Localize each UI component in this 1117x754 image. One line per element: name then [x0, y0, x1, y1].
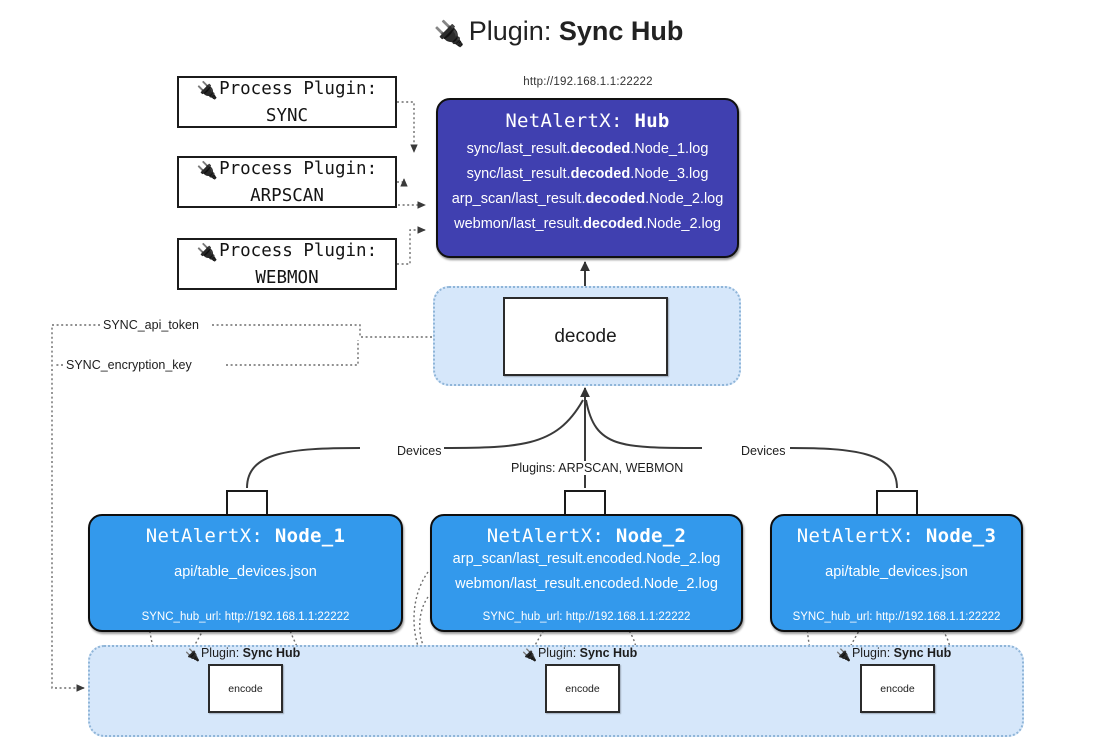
node-hub-url: SYNC_hub_url: http://192.168.1.1:22222	[482, 611, 691, 623]
node-box-node-2[interactable]: NetAlertX: Node_2 arp_scan/last_result.e…	[430, 514, 743, 632]
node-line: api/table_devices.json	[174, 564, 317, 580]
node-line: api/table_devices.json	[825, 564, 968, 580]
node-hub-url: SYNC_hub_url: http://192.168.1.1:22222	[792, 611, 1001, 623]
page-title-prefix: Plugin:	[468, 16, 559, 46]
hub-log-row: sync/last_result.decoded.Node_3.log	[466, 166, 709, 182]
sync-api-token-label: SYNC_api_token	[100, 318, 202, 332]
sync-encryption-key-label: SYNC_encryption_key	[63, 358, 195, 372]
node-line: arp_scan/last_result.encoded.Node_2.log	[452, 551, 721, 567]
encode-box-node-3[interactable]: encode	[860, 664, 935, 713]
process-plugin-arpscan-line1: 🔌Process Plugin:	[196, 159, 378, 181]
bottom-plugin-label-1: 🔌Plugin: Sync Hub	[185, 646, 301, 662]
process-plugin-arpscan-box[interactable]: 🔌Process Plugin: ARPSCAN	[177, 156, 397, 208]
hub-log-row: sync/last_result.decoded.Node_1.log	[466, 141, 709, 157]
process-plugin-arpscan-line2: ARPSCAN	[250, 186, 324, 206]
hub-log-row: arp_scan/last_result.decoded.Node_2.log	[451, 191, 724, 207]
edge-label-plugins: Plugins: ARPSCAN, WEBMON	[508, 461, 687, 475]
hub-title: NetAlertX: Hub	[505, 110, 670, 132]
edge-label-devices-right: Devices	[738, 444, 789, 458]
bottom-plugin-label-3: 🔌Plugin: Sync Hub	[836, 646, 952, 662]
plug-icon: 🔌	[196, 243, 219, 263]
process-plugin-sync-box[interactable]: 🔌Process Plugin: SYNC	[177, 76, 397, 128]
encode-box-node-1[interactable]: encode	[208, 664, 283, 713]
plug-icon: 🔌	[196, 161, 219, 181]
node-title: NetAlertX: Node_2	[486, 525, 687, 547]
node-title: NetAlertX: Node_1	[145, 525, 346, 547]
plug-icon: 🔌	[196, 81, 219, 101]
plug-icon: 🔌	[522, 648, 537, 662]
plug-icon: 🔌	[185, 648, 200, 662]
process-plugin-sync-line2: SYNC	[265, 106, 309, 126]
plug-icon: 🔌	[836, 648, 851, 662]
process-plugin-webmon-line1: 🔌Process Plugin:	[196, 241, 378, 263]
bottom-plugin-label-2: 🔌Plugin: Sync Hub	[522, 646, 638, 662]
page-title-name: Sync Hub	[558, 16, 684, 46]
hub-log-row: webmon/last_result.decoded.Node_2.log	[454, 216, 721, 232]
hub-node-box[interactable]: NetAlertX: Hub sync/last_result.decoded.…	[436, 98, 739, 258]
plug-icon: 🔌	[433, 20, 465, 48]
process-plugin-webmon-line2: WEBMON	[255, 268, 319, 288]
encode-box-node-2[interactable]: encode	[545, 664, 620, 713]
node-hub-url: SYNC_hub_url: http://192.168.1.1:22222	[141, 611, 350, 623]
node-line: webmon/last_result.encoded.Node_2.log	[455, 576, 718, 592]
process-plugin-sync-line1: 🔌Process Plugin:	[196, 79, 378, 101]
node-box-node-1[interactable]: NetAlertX: Node_1 api/table_devices.json…	[88, 514, 403, 632]
node-title: NetAlertX: Node_3	[796, 525, 997, 547]
decode-box[interactable]: decode	[503, 297, 668, 376]
page-title: 🔌Plugin: Sync Hub	[0, 14, 1117, 51]
node-box-node-3[interactable]: NetAlertX: Node_3 api/table_devices.json…	[770, 514, 1023, 632]
edge-label-devices-left: Devices	[394, 444, 445, 458]
process-plugin-webmon-box[interactable]: 🔌Process Plugin: WEBMON	[177, 238, 397, 290]
hub-url-label: http://192.168.1.1:22222	[523, 76, 653, 88]
